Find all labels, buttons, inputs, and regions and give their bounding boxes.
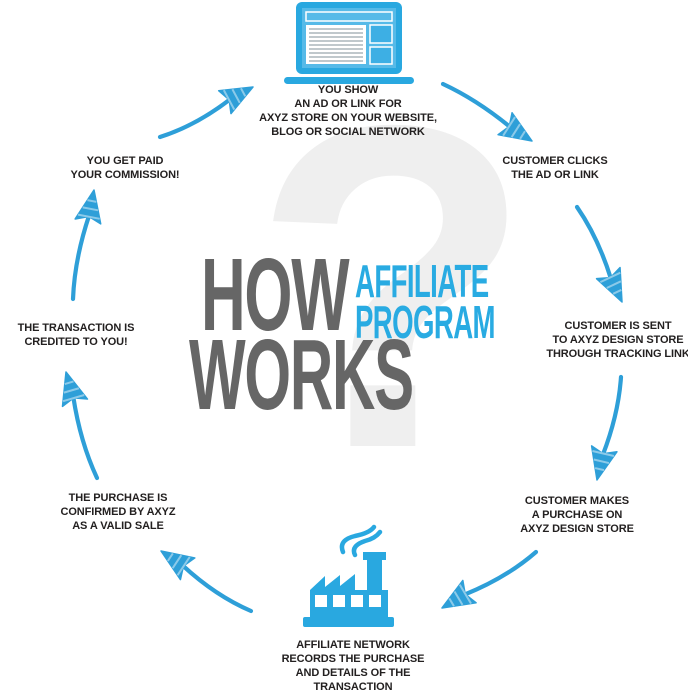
step-label-customer-clicks: CUSTOMER CLICKS THE AD OR LINK	[502, 155, 608, 182]
title-how: HOW	[201, 237, 350, 352]
step-label-transaction-credited: THE TRANSACTION IS CREDITED TO YOU!	[17, 322, 135, 349]
factory-icon	[303, 524, 394, 627]
arrow-sent-to-purchase	[590, 374, 624, 481]
question-mark-background: ?	[252, 31, 533, 544]
step-label-you-show: YOU SHOW AN AD OR LINK FOR AXYZ STORE ON…	[259, 84, 437, 139]
step-label-you-get-paid: YOU GET PAID YOUR COMMISSION!	[70, 155, 180, 182]
title-works: WORKS	[189, 319, 414, 431]
step-label-customer-sent: CUSTOMER IS SENT TO AXYZ DESIGN STORE TH…	[546, 320, 688, 361]
step-label-affiliate-network: AFFILIATE NETWORK RECORDS THE PURCHASE A…	[281, 639, 425, 694]
arrow-credit-to-paid	[70, 189, 102, 302]
title-affiliate: AFFILIATE	[355, 255, 489, 307]
arrow-commission-to-show	[157, 86, 254, 140]
arrow-show-to-click	[440, 81, 533, 142]
step-label-purchase-confirmed: THE PURCHASE IS CONFIRMED BY AXYZ AS A V…	[60, 492, 176, 533]
arrow-click-to-sent	[574, 204, 623, 303]
browser-window-icon	[284, 2, 414, 84]
title-program: PROGRAM	[355, 296, 496, 348]
arrow-network-to-confirm	[160, 550, 254, 614]
arrow-purchase-to-network	[441, 549, 539, 609]
step-label-customer-purchase: CUSTOMER MAKES A PURCHASE ON AXYZ DESIGN…	[520, 495, 634, 536]
arrow-confirm-to-credit	[61, 371, 100, 481]
